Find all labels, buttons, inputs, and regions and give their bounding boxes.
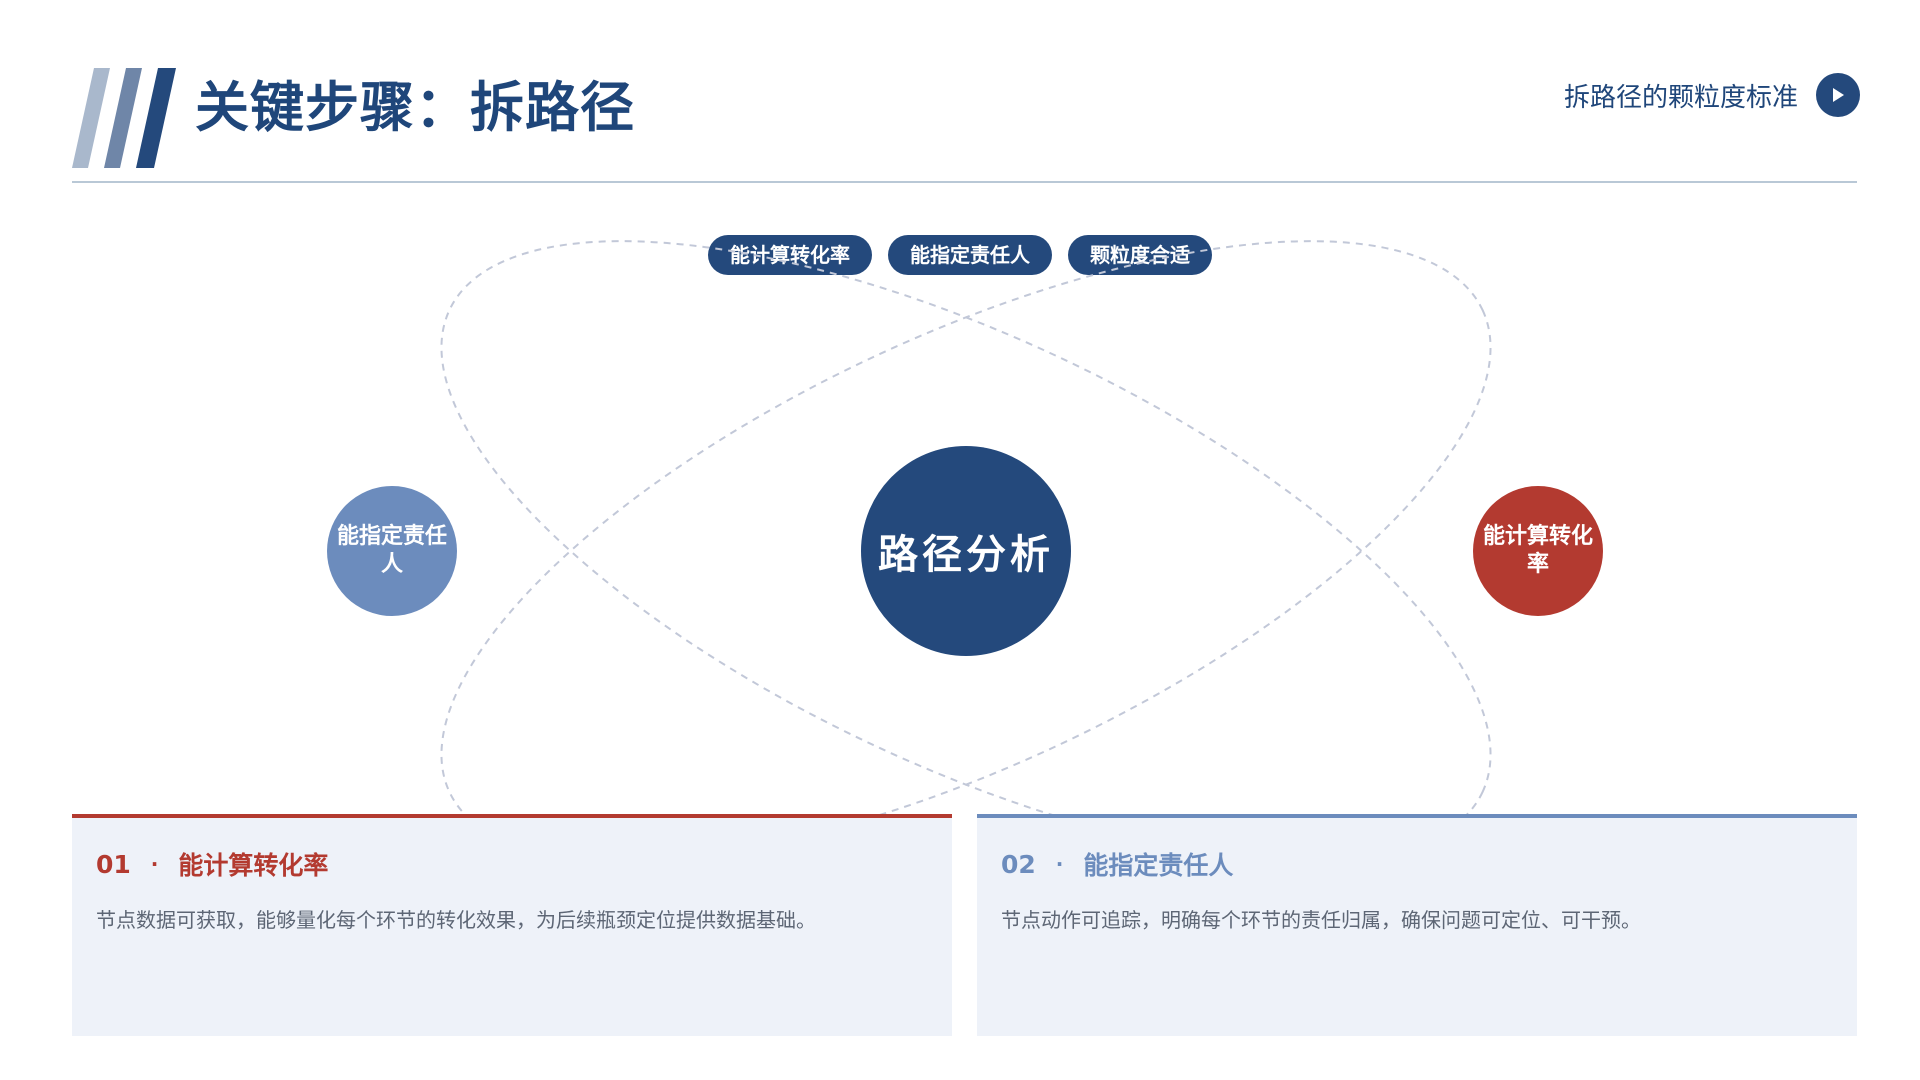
granularity-standard-link-label: 拆路径的颗粒度标准 <box>1563 82 1798 113</box>
owner-node: 能指定责任人 <box>327 486 457 616</box>
play-circle-icon[interactable] <box>1816 73 1860 117</box>
card-title: 能计算转化率 <box>178 851 329 880</box>
path-analysis-node-label: 路径分析 <box>878 532 1054 578</box>
slash-stripes-icon <box>72 68 176 168</box>
criteria-tag-granularity: 颗粒度合适 <box>1068 235 1212 275</box>
card-heading: 02 · 能指定责任人 <box>1001 846 1833 882</box>
card-body: 节点动作可追踪，明确每个环节的责任归属，确保问题可定位、可干预。 <box>1001 908 1641 932</box>
page-title: 关键步骤：拆路径 <box>195 76 635 139</box>
card-body: 节点数据可获取，能够量化每个环节的转化效果，为后续瓶颈定位提供数据基础。 <box>96 908 816 932</box>
criteria-card-owner: 02 · 能指定责任人 节点动作可追踪，明确每个环节的责任归属，确保问题可定位、… <box>977 814 1857 1036</box>
criteria-tag-conversion: 能计算转化率 <box>708 235 872 275</box>
card-separator: · <box>1055 852 1064 876</box>
card-separator: · <box>150 852 159 876</box>
card-number: 01 <box>96 849 131 879</box>
path-analysis-node: 路径分析 <box>861 446 1071 656</box>
header-divider <box>72 181 1857 183</box>
criteria-card-conversion: 01 · 能计算转化率 节点数据可获取，能够量化每个环节的转化效果，为后续瓶颈定… <box>72 814 952 1036</box>
conversion-node: 能计算转化率 <box>1473 486 1603 616</box>
conversion-node-label: 能计算转化率 <box>1482 524 1593 577</box>
criteria-tag-owner: 能指定责任人 <box>888 235 1052 275</box>
card-title: 能指定责任人 <box>1083 851 1234 880</box>
criteria-tag-row: 能计算转化率 能指定责任人 颗粒度合适 <box>0 235 1920 275</box>
card-number: 02 <box>1001 849 1036 879</box>
granularity-standard-link[interactable]: 拆路径的颗粒度标准 <box>1564 70 1860 120</box>
card-heading: 01 · 能计算转化率 <box>96 846 928 882</box>
owner-node-label: 能指定责任人 <box>336 524 447 577</box>
